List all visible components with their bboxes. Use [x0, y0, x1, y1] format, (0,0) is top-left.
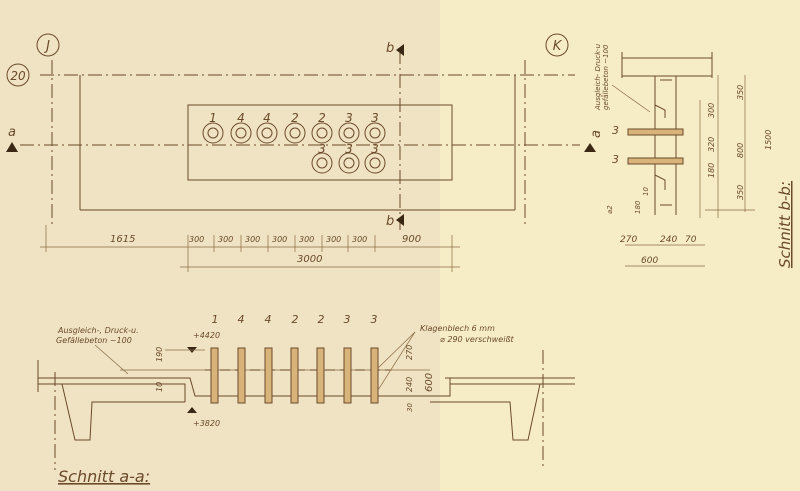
note-left-1: Ausgleich-, Druck-u. [57, 326, 139, 335]
pipe-label: 4 [265, 313, 272, 326]
level-top: +4420 [193, 331, 220, 340]
note-left-2: Gefällebeton ~100 [56, 336, 132, 345]
bolt-row [210, 347, 379, 404]
dim-1500: 1500 [764, 130, 773, 150]
pipe-label: 3 [371, 111, 379, 125]
pipe-label: 3 [345, 111, 353, 125]
dim-300: 300 [245, 235, 260, 244]
pipe-label: 3 [344, 313, 351, 326]
pipe-label: 3 [612, 124, 619, 137]
pipe-label: 4 [263, 111, 271, 125]
dim-3000: 3000 [297, 254, 322, 265]
pipe-label: 3 [612, 153, 619, 166]
section-bb: 3 3 a Ausgleich- Druck-u gefällebeton ~1… [584, 43, 794, 268]
section-mark-b-bottom: b [386, 214, 394, 229]
section-mark-a: a [8, 125, 16, 140]
pipe-label: 1 [209, 111, 217, 125]
section-arrow-icon [6, 142, 18, 152]
grid-bubble-k [545, 33, 569, 57]
pipe-label: 3 [371, 142, 379, 156]
bolt [627, 128, 684, 136]
dim-300: 300 [189, 235, 204, 244]
note-right-2: ⌀ 290 verschweißt [440, 335, 514, 344]
dim-30: 30 [406, 403, 414, 412]
dim-240: 240 [660, 235, 677, 245]
section-arrow-icon [584, 143, 596, 152]
dim-800: 800 [736, 143, 745, 158]
dim-300: 300 [326, 235, 341, 244]
pipe-label: 4 [237, 111, 245, 125]
section-arrow-icon [396, 214, 404, 226]
pipe-label: 2 [291, 111, 299, 125]
section-aa-title: Schnitt a-a: [58, 467, 150, 486]
grid-bubble-20 [6, 63, 30, 87]
plan-view: J 20 K b b a 1 4 4 2 2 3 3 [6, 33, 580, 272]
dim-320: 320 [707, 137, 716, 152]
dim-270: 270 [405, 345, 414, 360]
bolt [627, 157, 684, 165]
pipe-label: 1 [212, 313, 219, 326]
opening-plate [187, 104, 453, 181]
dim-600: 600 [641, 256, 658, 266]
dim-270: 270 [620, 235, 637, 245]
pipe-row-top: 1 4 4 2 2 3 3 [202, 111, 386, 144]
grid-bubble-j [36, 33, 60, 57]
dim-350: 350 [736, 185, 745, 200]
dim-180: 180 [634, 200, 642, 214]
section-mark-b-top: b [386, 41, 394, 56]
pipe-label: 3 [345, 142, 353, 156]
dim-10: 10 [155, 382, 164, 392]
grid-label-j: J [43, 39, 50, 54]
note-bb-2: gefällebeton ~100 [602, 44, 610, 110]
dim-350: 350 [736, 85, 745, 100]
plan-dimensions: 1615 300 300 300 300 300 300 300 900 300… [40, 225, 460, 272]
pipe-label: 2 [318, 111, 326, 125]
dim-190: 190 [155, 347, 164, 362]
dim-10: 10 [642, 187, 650, 196]
dim-300: 300 [272, 235, 287, 244]
note-right-1: Klagenblech 6 mm [420, 324, 495, 333]
pipe-label: 4 [238, 313, 245, 326]
level-bottom: +3820 [193, 419, 220, 428]
dim-dia2: ⌀2 [606, 205, 614, 214]
dim-300: 300 [707, 103, 716, 118]
level-marker-icon [187, 407, 197, 413]
dim-70: 70 [685, 235, 697, 245]
dim-180: 180 [707, 163, 716, 178]
section-aa: Ausgleich-, Druck-u. Gefällebeton ~100 +… [37, 313, 575, 486]
dim-1615: 1615 [110, 234, 135, 245]
pipe-label: 2 [292, 313, 299, 326]
pipe-row-bottom: 3 3 3 [311, 142, 386, 174]
pipe-label: 3 [318, 142, 326, 156]
grid-label-20: 20 [10, 69, 26, 83]
section-bb-title: Schnitt b-b: [776, 181, 794, 268]
section-arrow-icon [396, 44, 404, 56]
paper-light-region [440, 0, 800, 491]
dim-900: 900 [402, 234, 421, 245]
pipe-label: 3 [371, 313, 378, 326]
grid-label-k: K [553, 39, 563, 54]
dim-300: 300 [352, 235, 367, 244]
section-mark-a-right: a [589, 130, 604, 138]
dim-240: 240 [405, 377, 414, 392]
dim-300: 300 [218, 235, 233, 244]
note-bb-1: Ausgleich- Druck-u [594, 43, 602, 111]
dim-600: 600 [424, 373, 435, 392]
dim-300: 300 [299, 235, 314, 244]
pipe-label: 2 [318, 313, 325, 326]
